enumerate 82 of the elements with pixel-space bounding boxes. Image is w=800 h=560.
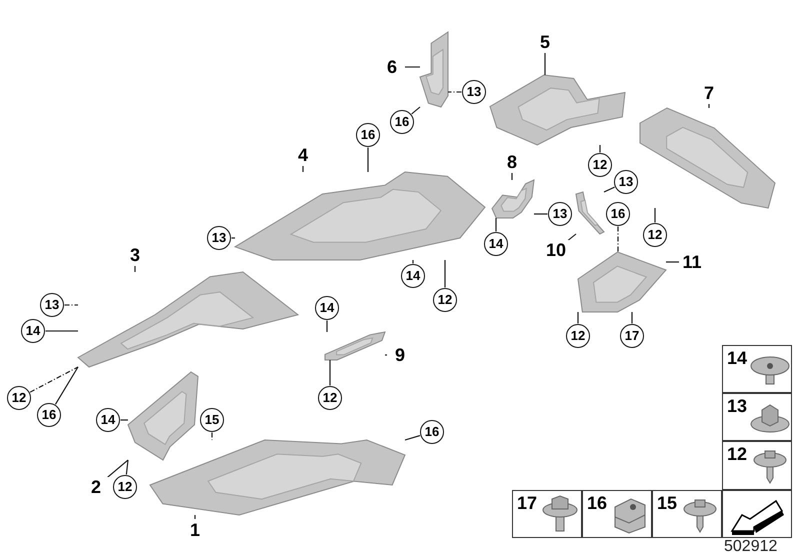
leader-line [194,515,196,519]
leader-line [617,226,619,252]
bracket-drawing [420,32,448,107]
leader-line [64,304,78,306]
callout-number: 12 [7,386,31,410]
callout-number: 12 [433,288,457,312]
leader-line [577,312,579,324]
leader-line [654,208,656,222]
bracket-drawing [325,332,385,360]
leader-line [599,145,601,152]
part-number: 17 [517,493,538,513]
leader-line [30,366,78,393]
callout-number: 12 [566,324,590,348]
callout-number: 14 [401,264,425,288]
leader-line [404,435,420,441]
callout-number: 13 [207,226,231,250]
leader-line [120,419,128,421]
leader-line [211,432,213,440]
callout-number: 14 [21,319,45,343]
leader-line [126,460,129,475]
leader-line [385,354,389,356]
callout-number: 15 [200,408,224,432]
underbody-panel-drawing [78,272,298,367]
callout-number: 12 [318,386,342,410]
heat-shield-drawing [128,372,198,460]
leader-line [631,312,633,324]
part-cell [722,345,792,393]
leader-line [448,91,462,93]
callout-number: 16 [356,123,380,147]
part-cell [652,490,722,538]
leader-line [708,104,710,108]
callout-number: 16 [606,202,630,226]
leader-line [511,173,513,180]
leader-line [55,366,78,405]
underbody-panel-drawing [640,108,775,208]
part-cell [722,393,792,441]
part-cell [582,490,652,538]
leader-line [134,266,136,272]
leader-line [367,148,369,172]
leader-line [604,186,615,192]
callout-number: 16 [420,420,444,444]
callout-number: 13 [40,293,64,317]
part-cell [512,490,582,538]
callout-number: 14 [96,408,120,432]
part-number: 14 [727,348,748,368]
callout-number: 12 [588,153,612,177]
part-number: 12 [727,444,748,464]
leader-line [403,66,420,68]
diagram-number: 502912 [724,538,778,556]
heat-shield-drawing [578,252,666,312]
callout-number: 13 [548,202,572,226]
callout-number: 16 [390,110,414,134]
leader-line [666,261,681,263]
leader-line [232,237,235,239]
leader-line [444,260,446,288]
leader-line [412,260,414,264]
callout-number: 12 [113,475,137,499]
part-cell [722,441,792,490]
underbody-panel-drawing [235,172,485,260]
underbody-panel-drawing [150,440,405,515]
bracket-drawing [492,180,534,218]
leader-line [411,106,420,114]
callout-number: 14 [484,232,508,256]
part-number: 13 [727,396,748,416]
callout-number: 13 [462,80,486,104]
leader-line [326,320,328,332]
underbody-panel-drawing [490,75,625,145]
callout-number: 16 [37,403,61,427]
leader-line [329,360,331,386]
callout-number: 12 [643,223,667,247]
leader-line [495,218,497,232]
leader-line [534,213,548,215]
part-number: 16 [587,493,608,513]
leader-line [302,166,304,172]
callout-number: 14 [315,296,339,320]
callout-number: 17 [620,324,644,348]
leader-line [46,330,78,332]
callout-number: 13 [614,170,638,194]
strut-drawing [576,192,604,234]
part-cell [722,490,792,538]
leader-line [544,53,546,75]
part-number: 15 [657,493,678,513]
